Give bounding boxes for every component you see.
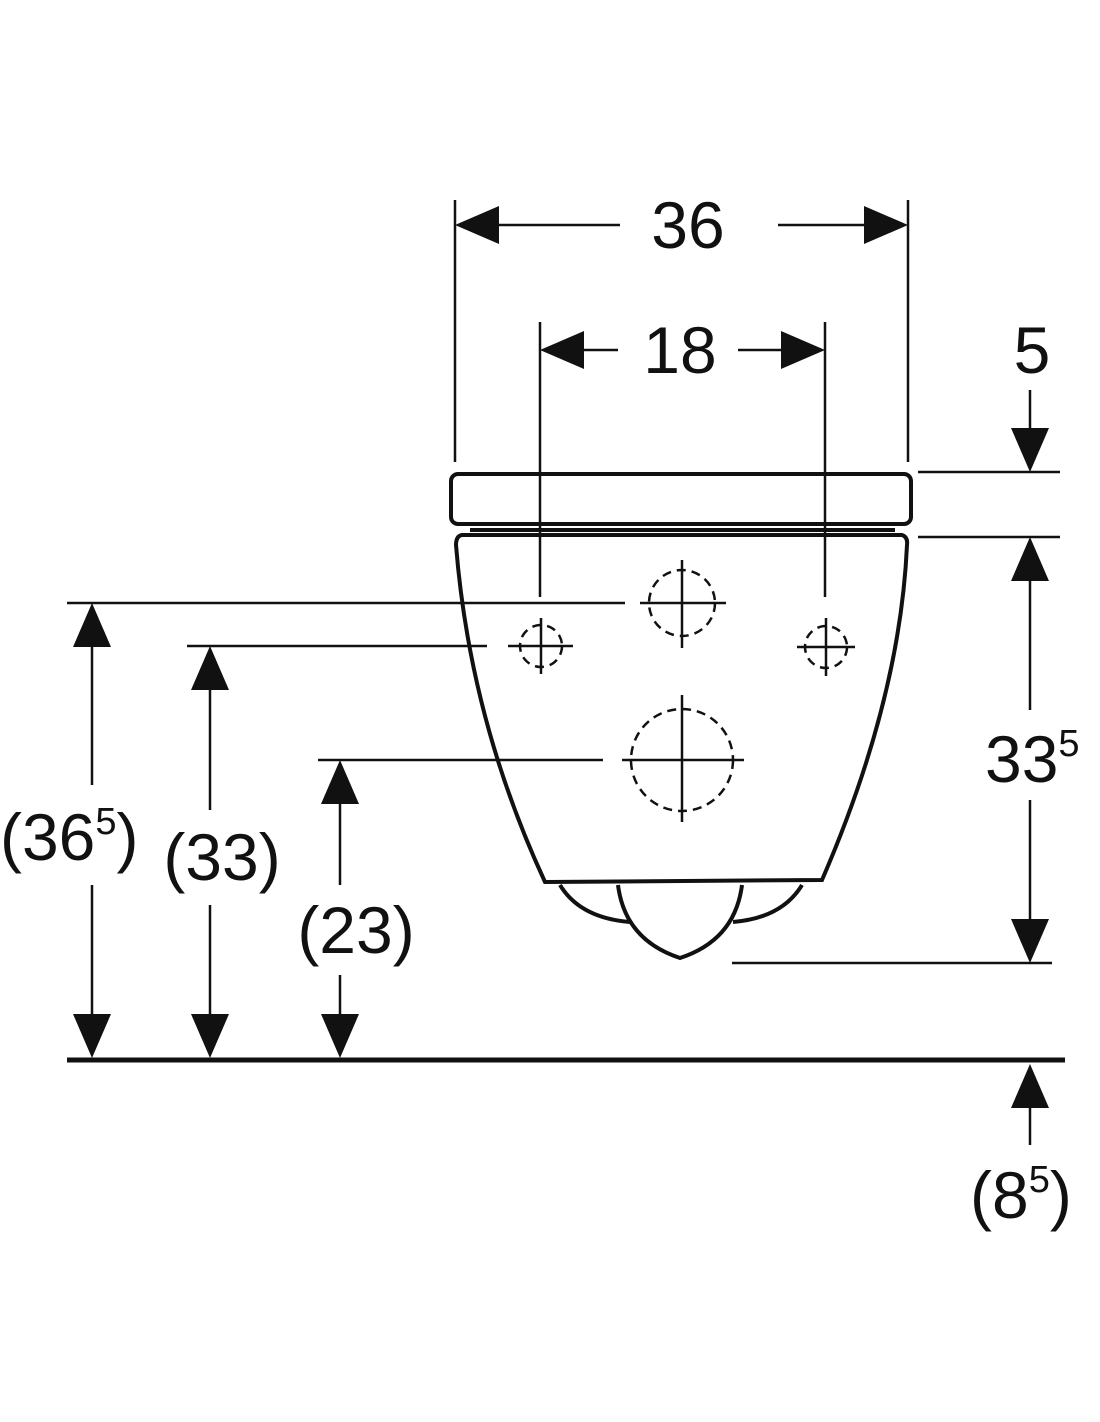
- dim-label-8-5: (85): [970, 1158, 1072, 1232]
- upper-pipe-hole: [640, 560, 726, 648]
- dim-bowl-height: 335: [985, 537, 1080, 963]
- left-fixing-hole: [508, 618, 573, 674]
- dim-fixing-height: (33): [163, 646, 281, 1058]
- dim-fixing-spacing: 18: [540, 313, 825, 387]
- bowl-underside: [558, 883, 804, 961]
- dim-upper-pipe-height: (365): [0, 603, 139, 1058]
- dim-label-33-5: 335: [985, 722, 1080, 796]
- dim-label-8-5-main: (8: [970, 1158, 1029, 1232]
- dim-label-36-5-main: (36: [0, 800, 95, 874]
- outlet-hole: [622, 695, 744, 822]
- right-fixing-hole: [797, 618, 855, 676]
- outlet-holes: [508, 560, 855, 822]
- dim-seat-thickness: 5: [1011, 313, 1050, 472]
- dim-label-23: (23): [297, 893, 414, 967]
- dim-label-33-5-sup: 5: [1058, 723, 1079, 765]
- dim-outlet-height: (23): [297, 760, 415, 1058]
- bowl-body: [453, 533, 910, 885]
- seat-hinge-strip: [470, 522, 895, 532]
- dim-label-5: 5: [1014, 313, 1051, 387]
- dim-label-36-5-sup: 5: [95, 801, 116, 843]
- seat-lid: [449, 472, 913, 526]
- dim-label-8-5-close: ): [1050, 1158, 1072, 1232]
- dim-label-8-5-sup: 5: [1029, 1159, 1050, 1201]
- dim-label-36: 36: [651, 188, 724, 262]
- dim-floor-offset: (85): [970, 1064, 1072, 1232]
- dim-label-18: 18: [643, 313, 716, 387]
- dim-label-36-5-close: ): [117, 800, 139, 874]
- dim-overall-width: 36: [455, 188, 908, 262]
- dim-label-33: (33): [163, 820, 280, 894]
- dim-label-33-5-main: 33: [985, 722, 1058, 796]
- extension-lines: [67, 200, 1060, 965]
- dim-label-36-5: (365): [0, 800, 139, 874]
